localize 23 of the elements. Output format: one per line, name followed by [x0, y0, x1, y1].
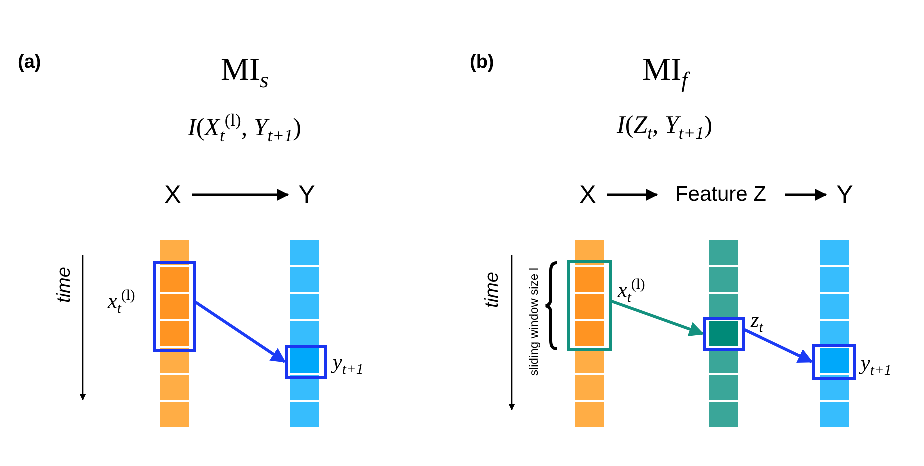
variable-label: X: [573, 178, 603, 212]
formula: I(Z$_{t}$, Y$_{t+1}$): [617, 112, 713, 144]
annotation: sliding window size l: [527, 268, 542, 376]
arrow: [612, 300, 704, 337]
variable-label: Y: [830, 178, 860, 212]
arrow: [607, 188, 658, 202]
math-label: z$_{t}$: [751, 308, 764, 338]
variable-label: X: [158, 178, 188, 212]
axis-label: time: [482, 272, 504, 308]
arrow: [744, 328, 814, 364]
variable-label: Y: [292, 178, 322, 212]
axis-label: time: [54, 267, 76, 303]
arrow: [192, 188, 290, 202]
math-label: y$_{t+1}$: [861, 351, 892, 380]
heading: MI$_{s}$: [221, 51, 269, 94]
math-label: y$_{t+1}$: [333, 350, 364, 380]
heading: MI$_{f}$: [642, 51, 688, 94]
panel-letter: (a): [18, 52, 42, 74]
arrow: [195, 301, 286, 364]
formula: I(X$_{t}$$^{(l)}$, Y$_{t+1}$): [188, 110, 302, 146]
arrow: [785, 188, 828, 202]
variable-label: Feature Z: [661, 178, 781, 212]
panel-letter: (b): [470, 52, 494, 74]
